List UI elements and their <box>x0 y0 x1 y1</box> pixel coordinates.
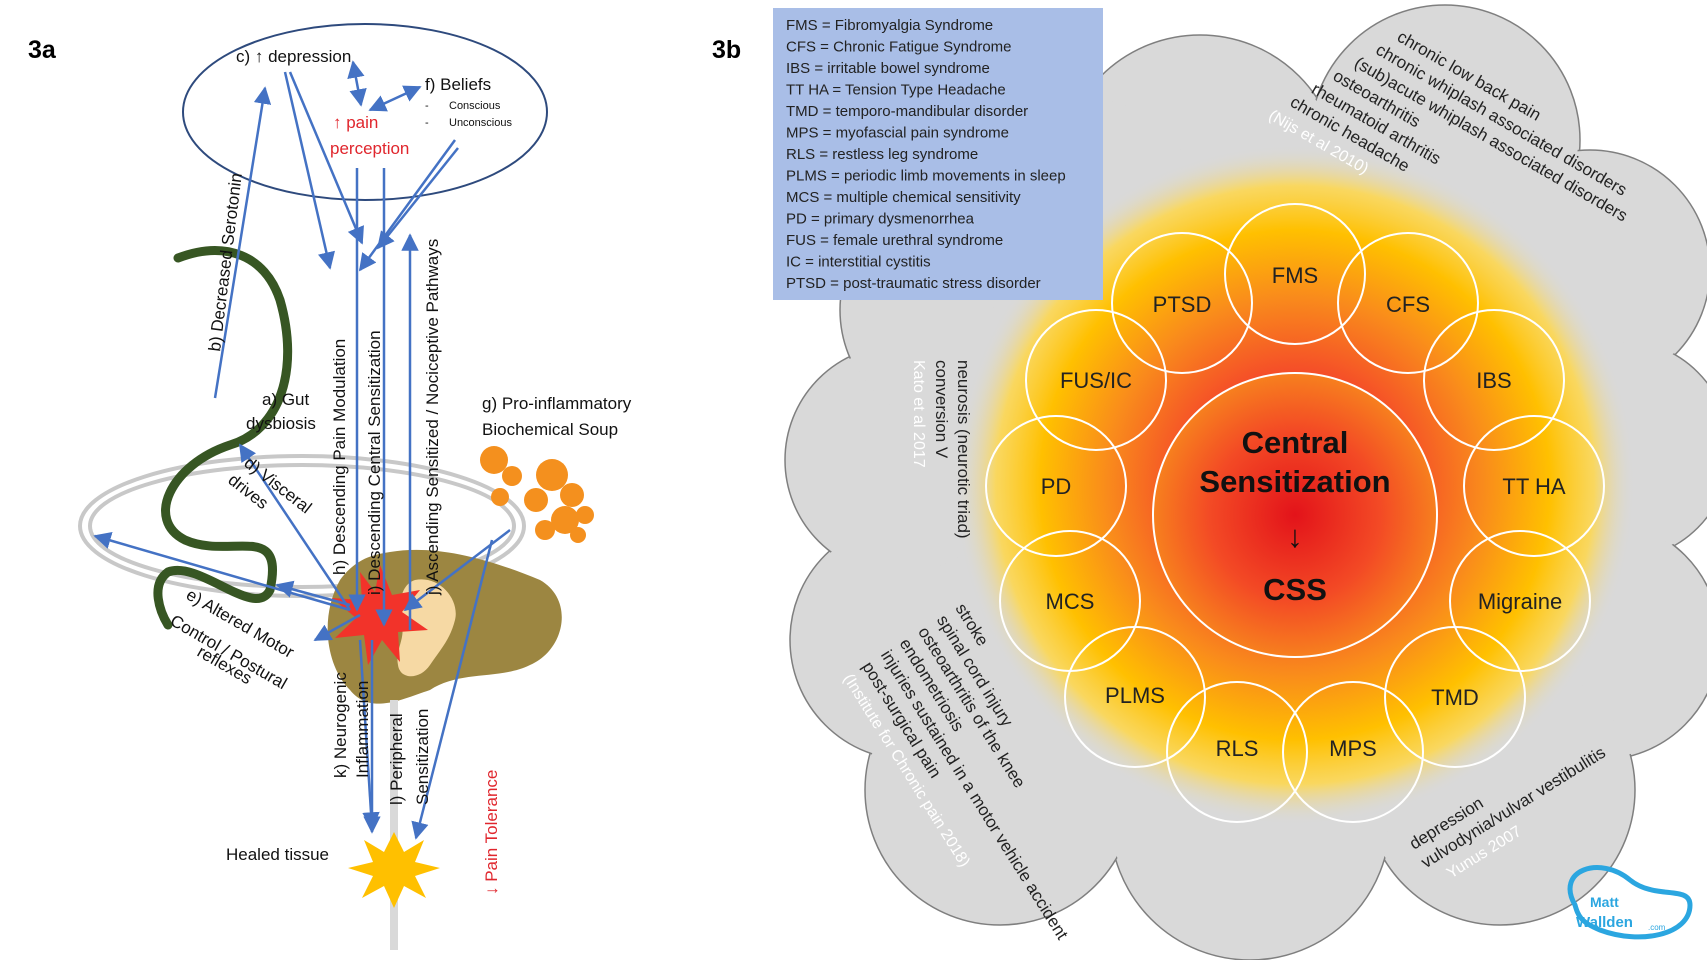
ascending-pathways-label: j) Ascending Sensitized / Nociceptive Pa… <box>423 239 442 596</box>
nerve-fiber <box>390 700 398 950</box>
descending-sensitization-label: i) Descending Central Sensitization <box>365 330 384 595</box>
legend-item: PD = primary dysmenorrhea <box>786 211 975 228</box>
legend-item: PTSD = post-traumatic stress disorder <box>786 275 1041 292</box>
legend-item: FUS = female urethral syndrome <box>786 232 1003 249</box>
kato-item: conversion V <box>932 360 951 459</box>
neurogenic-label-1: k) Neurogenic <box>331 672 350 778</box>
circle-label-pd: PD <box>1041 474 1072 499</box>
circle-label-mps: MPS <box>1329 736 1377 761</box>
legend-item: IBS = irritable bowel syndrome <box>786 60 990 77</box>
logo-text-2: Wallden <box>1576 914 1633 931</box>
circle-label-mcs: MCS <box>1046 589 1095 614</box>
panel-3a: 3a <box>28 23 632 950</box>
circle-label-tmd: TMD <box>1431 685 1479 710</box>
circle-label-rls: RLS <box>1216 736 1259 761</box>
unconscious-dash: - <box>425 117 429 129</box>
healed-tissue-label: Healed tissue <box>226 845 329 864</box>
legend-item: FMS = Fibromyalgia Syndrome <box>786 17 993 34</box>
center-css: CSS <box>1263 572 1327 607</box>
circle-label-migraine: Migraine <box>1478 589 1562 614</box>
pain-tolerance-label: ↓ Pain Tolerance <box>482 770 501 895</box>
circle-label-ttha: TT HA <box>1502 474 1565 499</box>
pain-up-label: ↑ pain <box>333 113 378 132</box>
circle-label-fus-ic: FUS/IC <box>1060 368 1132 393</box>
legend: FMS = Fibromyalgia Syndrome CFS = Chroni… <box>786 17 1066 292</box>
descending-modulation-label: h) Descending Pain Modulation <box>330 339 349 575</box>
peripheral-label-2: Sensitization <box>413 709 432 805</box>
perception-label: perception <box>330 139 409 158</box>
brain-ellipse <box>182 23 548 201</box>
kato-item: neurosis (neurotic triad) <box>954 360 973 539</box>
circle-label-ptsd: PTSD <box>1153 292 1212 317</box>
panel-3b: 3b <box>712 4 1707 960</box>
legend-item: TT HA = Tension Type Headache <box>786 82 1006 99</box>
kato-group: neurosis (neurotic triad) conversion V K… <box>910 360 973 539</box>
legend-item: RLS = restless leg syndrome <box>786 146 978 163</box>
condition-circles <box>985 203 1605 823</box>
legend-item: IC = interstitial cystitis <box>786 254 931 271</box>
peripheral-label-1: l) Peripheral <box>387 713 406 805</box>
unconscious-text: Unconscious <box>449 117 512 129</box>
soup-label-1: g) Pro-inflammatory <box>482 394 632 413</box>
depression-label: c) ↑ depression <box>236 47 351 66</box>
healed-tissue-star <box>348 832 440 908</box>
legend-item: MCS = multiple chemical sensitivity <box>786 189 1021 206</box>
center-title-2: Sensitization <box>1199 464 1390 499</box>
legend-box <box>773 8 1103 300</box>
logo-text-1: Matt <box>1590 894 1619 910</box>
pathway-arrows <box>93 60 511 840</box>
soup-label-2: Biochemical Soup <box>482 420 618 439</box>
inflammatory-soup-blobs <box>480 446 594 543</box>
beliefs-label: f) Beliefs <box>425 75 491 94</box>
kato-cite: Kato et al 2017 <box>910 360 927 468</box>
matt-wallden-logo: Matt Wallden .com <box>1567 865 1693 940</box>
logo-text-3: .com <box>1648 923 1666 932</box>
gut-path <box>153 246 293 630</box>
conscious-label: - <box>425 100 429 112</box>
center-arrow: ↓ <box>1287 519 1303 554</box>
panel-3a-label: 3a <box>28 36 57 64</box>
legend-item: MPS = myofascial pain syndrome <box>786 125 1009 142</box>
circle-label-fms: FMS <box>1272 263 1318 288</box>
circle-label-plms: PLMS <box>1105 683 1165 708</box>
central-sensitization-circle <box>1152 372 1438 658</box>
serotonin-label: b) Decreased Serotonin <box>205 172 246 353</box>
panel-3b-label: 3b <box>712 36 741 64</box>
legend-item: PLMS = periodic limb movements in sleep <box>786 168 1066 185</box>
gut-label-1: a) Gut <box>262 390 310 409</box>
circle-label-ibs: IBS <box>1476 368 1511 393</box>
neurogenic-label-2: Inflammation <box>353 681 372 778</box>
legend-item: CFS = Chronic Fatigue Syndrome <box>786 39 1012 56</box>
conscious-text: Conscious <box>449 100 501 112</box>
gut-label-2: dysbiosis <box>246 414 316 433</box>
legend-item: TMD = temporo-mandibular disorder <box>786 103 1028 120</box>
center-title-1: Central <box>1242 425 1349 460</box>
circle-label-cfs: CFS <box>1386 292 1430 317</box>
